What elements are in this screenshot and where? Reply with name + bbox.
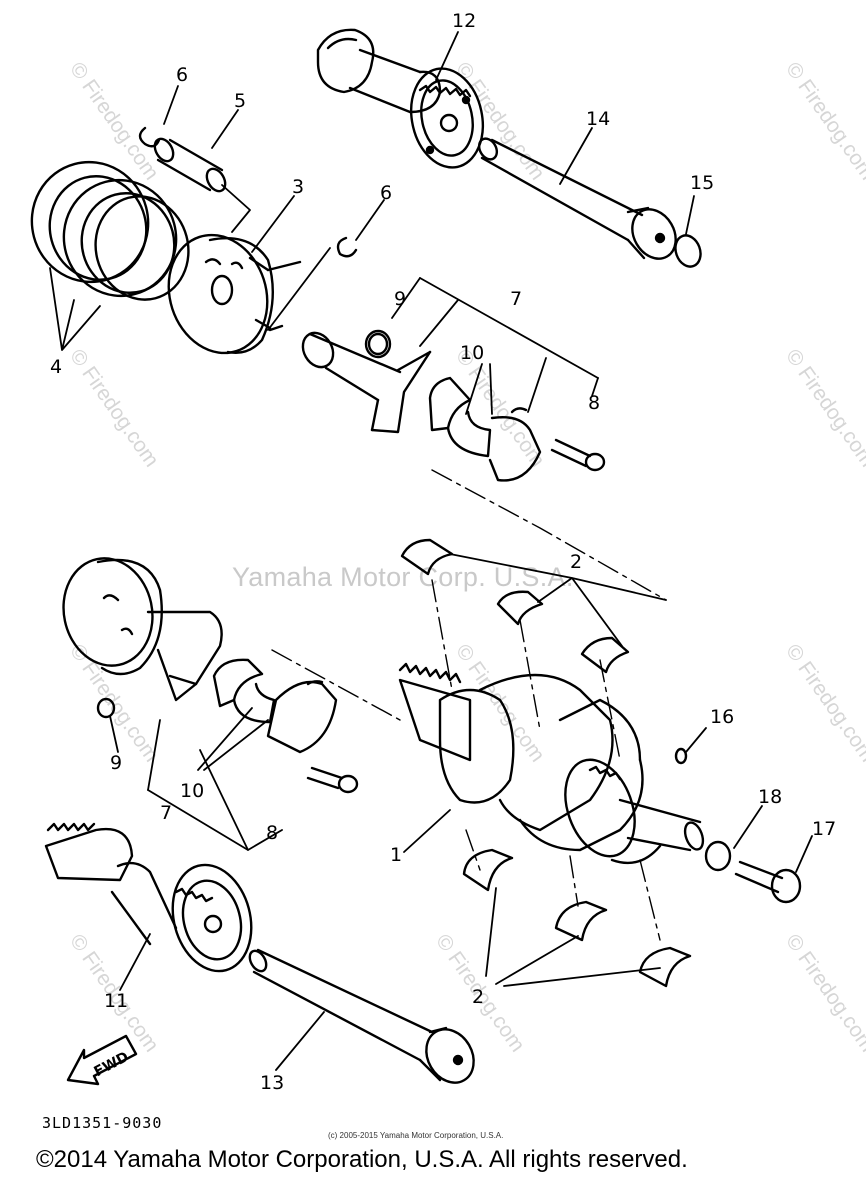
callout-6: 6 (176, 64, 189, 86)
callout-10: 10 (180, 780, 205, 802)
callout-12: 12 (452, 10, 477, 32)
bearing-shells-lower (212, 658, 338, 754)
circlip-upper-left (138, 126, 161, 148)
leader-line (391, 277, 599, 413)
callout-17: 17 (812, 818, 837, 840)
leader-line (403, 809, 451, 853)
rod-nut-upper (364, 329, 392, 359)
rod-bolt-lower (306, 766, 359, 794)
leader-line (109, 715, 119, 753)
footer-copyright: ©2014 Yamaha Motor Corporation, U.S.A. A… (36, 1146, 688, 1173)
leader-line (795, 835, 813, 873)
callout-7: 7 (160, 802, 173, 824)
callout-18: 18 (758, 786, 783, 808)
centerline (465, 829, 661, 941)
callout-16: 16 (710, 706, 735, 728)
balancer-shaft-pin-upper (477, 137, 677, 260)
callout-15: 15 (690, 172, 715, 194)
callout-2: 2 (472, 986, 485, 1008)
piston-lower (62, 557, 223, 702)
callout-13: 13 (260, 1072, 285, 1094)
bearing-shells-upper (428, 376, 542, 482)
diagram-part-code: 3LD1351-9030 (42, 1114, 163, 1132)
leader-line (197, 707, 269, 771)
balancer-shaft-pin-lower (248, 948, 475, 1084)
callout-7: 7 (510, 288, 523, 310)
fwd-arrow-icon: FWD (66, 1034, 138, 1086)
leader-line (267, 247, 331, 331)
piston-pin (153, 137, 227, 193)
fwd-label: FWD (92, 1049, 132, 1080)
leader-line (163, 85, 179, 125)
leader-line (211, 109, 239, 149)
leader-line (251, 195, 295, 253)
leader-line (449, 553, 667, 647)
leader-line (419, 277, 599, 379)
leader-line (559, 127, 593, 185)
callout-3: 3 (292, 176, 305, 198)
circlip-upper-right (336, 236, 358, 258)
rod-bolt-upper (550, 438, 606, 472)
balancer-shaft-lower (44, 822, 253, 973)
piston-upper (167, 233, 302, 355)
callout-14: 14 (586, 108, 611, 130)
leader-line (221, 184, 251, 233)
leader-line (355, 199, 385, 241)
leader-line (119, 933, 151, 991)
connecting-rod-upper (301, 331, 432, 434)
leader-line (733, 805, 763, 849)
callout-2: 2 (570, 551, 583, 573)
oring-15 (674, 234, 702, 268)
callout-9: 9 (394, 288, 407, 310)
callout-10: 10 (460, 342, 485, 364)
centerline (271, 649, 401, 721)
leader-line (685, 195, 695, 235)
main-bearings (400, 538, 692, 988)
leader-line (49, 267, 101, 351)
callout-8: 8 (588, 392, 601, 414)
washer-18 (704, 840, 732, 872)
callout-4: 4 (50, 356, 63, 378)
callout-6: 6 (380, 182, 393, 204)
callout-5: 5 (234, 90, 247, 112)
rod-nut-lower (96, 697, 116, 719)
leader-line (275, 1011, 325, 1071)
leader-line (685, 727, 707, 753)
leader-line (485, 887, 661, 987)
crankshaft (398, 662, 705, 865)
balancer-shaft-upper (316, 28, 484, 169)
centerline (431, 469, 667, 601)
callout-1: 1 (390, 844, 403, 866)
callout-11: 11 (104, 990, 129, 1012)
leader-line (465, 363, 493, 415)
callout-8: 8 (266, 822, 279, 844)
callout-9: 9 (110, 752, 123, 774)
leader-line (435, 31, 459, 81)
crank-bolt-17 (734, 860, 802, 904)
centerline (431, 579, 621, 761)
small-copyright: (c) 2005-2015 Yamaha Motor Corporation, … (328, 1131, 504, 1140)
key-16 (674, 747, 688, 765)
piston-rings (30, 160, 190, 301)
